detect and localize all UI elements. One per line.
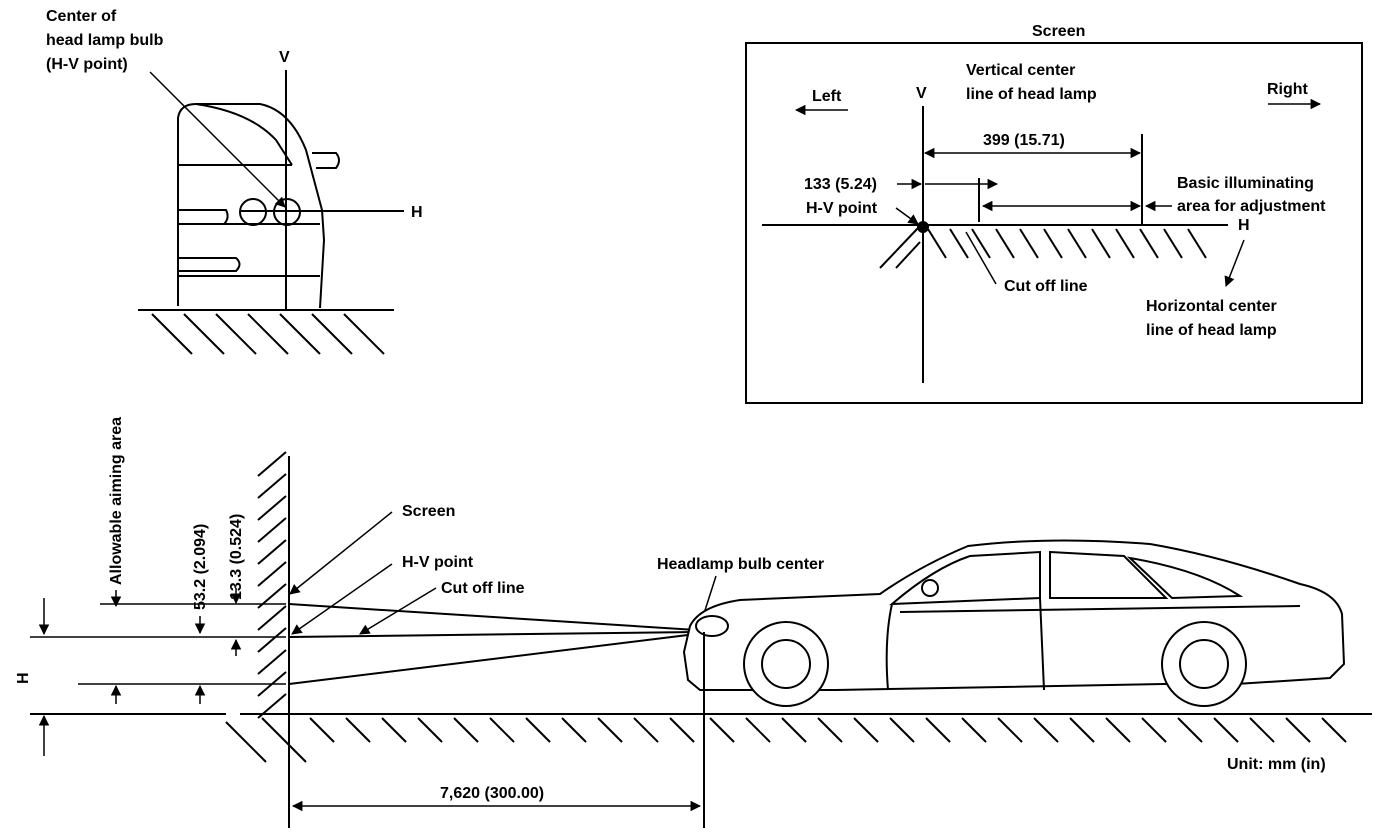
horizontal-center-pointer: [1224, 239, 1245, 287]
side-screen-pointer: [289, 511, 393, 595]
beam-center-line: [288, 631, 697, 638]
basic-area-label-1: Basic illuminating: [1177, 175, 1314, 192]
side-ground-hatch: [225, 717, 1347, 763]
front-bulb-pointer: [149, 71, 286, 208]
screen-hv-pointer: [895, 207, 919, 225]
vertical-center-label-2: line of head lamp: [966, 86, 1097, 103]
dim-53-label: 53.2 (2.094): [192, 524, 209, 610]
headlamp-bulb-center-label: Headlamp bulb center: [657, 556, 824, 573]
front-car-icon: [177, 103, 340, 309]
basic-area-label-2: area for adjustment: [1177, 198, 1326, 215]
center-bulb-label-2: head lamp bulb: [46, 32, 164, 49]
hv-point-dot: [917, 221, 929, 233]
side-screen-label: Screen: [402, 503, 455, 520]
horizontal-center-label-2: line of head lamp: [1146, 322, 1277, 339]
side-h-label: H: [15, 672, 32, 684]
front-ground-hatch: [151, 313, 385, 355]
dim-133-label: 133 (5.24): [804, 176, 877, 193]
screen-h-label: H: [1238, 217, 1250, 234]
screen-wall-hatch: [257, 451, 287, 719]
screen-cutoff-pointer: [965, 231, 997, 285]
beam-lower-line: [288, 633, 697, 685]
screen-title: Screen: [1032, 23, 1085, 40]
unit-label: Unit: mm (in): [1227, 756, 1326, 773]
left-label: Left: [812, 88, 842, 105]
side-hv-label: H-V point: [402, 554, 474, 571]
vertical-center-label-1: Vertical center: [966, 62, 1075, 79]
side-hv-pointer: [291, 563, 393, 635]
right-label: Right: [1267, 81, 1309, 98]
dim-399-label: 399 (15.71): [983, 132, 1065, 149]
front-h-label: H: [411, 204, 423, 221]
screen-hv-label: H-V point: [806, 200, 878, 217]
horizontal-center-label-1: Horizontal center: [1146, 298, 1277, 315]
screen-hatch: [879, 227, 1207, 269]
screen-v-label: V: [916, 85, 927, 102]
allowable-aiming-label: Allowable aiming area: [108, 417, 125, 585]
beam-upper-line: [288, 603, 697, 631]
front-view: Center of head lamp bulb (H-V point) V H: [46, 8, 423, 355]
distance-label: 7,620 (300.00): [440, 785, 544, 802]
side-car-icon: [682, 539, 1346, 707]
screen-frame: [745, 42, 1363, 404]
front-v-label: V: [279, 49, 290, 66]
side-cutoff-pointer: [359, 587, 437, 635]
screen-view: Screen Left Right V Vertical center line…: [745, 23, 1363, 404]
screen-cutoff-label: Cut off line: [1004, 278, 1088, 295]
side-view: Allowable aiming area 53.2 (2.094) 13.3 …: [15, 417, 1372, 828]
center-bulb-label-3: (H-V point): [46, 56, 128, 73]
center-bulb-label-1: Center of: [46, 8, 117, 25]
side-cutoff-label: Cut off line: [441, 580, 525, 597]
dim-13-label: 13.3 (0.524): [228, 514, 245, 600]
